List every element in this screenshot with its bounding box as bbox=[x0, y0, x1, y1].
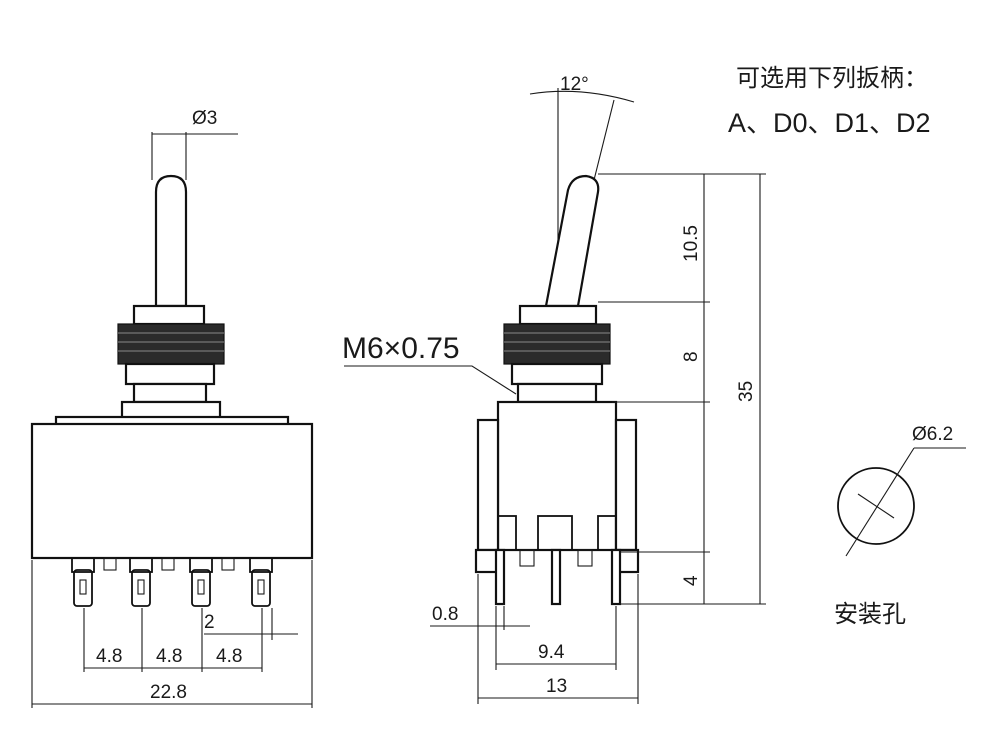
side-upper-nut bbox=[518, 304, 598, 326]
side-pin-left bbox=[494, 548, 506, 606]
dim-hole-dia: Ø6.2 bbox=[912, 424, 953, 445]
side-lever bbox=[544, 174, 600, 308]
front-lever bbox=[154, 174, 188, 308]
dim-lever-length: 10.5 bbox=[681, 225, 702, 262]
front-upper-nut bbox=[132, 304, 206, 326]
dim-body-depth: 13 bbox=[546, 676, 567, 697]
side-bushing bbox=[510, 362, 604, 386]
dim-pitch-1: 4.8 bbox=[96, 646, 122, 667]
front-flange bbox=[120, 400, 222, 420]
dim-pitch-3: 4.8 bbox=[216, 646, 242, 667]
dim-body-width: 22.8 bbox=[150, 682, 187, 703]
options-list: A、D0、D1、D2 bbox=[728, 108, 931, 138]
side-view: 12° M6×0.75 bbox=[342, 74, 766, 704]
dim-thread: M6×0.75 bbox=[342, 332, 460, 365]
dim-terminal-thickness: 0.8 bbox=[432, 604, 458, 625]
dim-terminal-span: 9.4 bbox=[538, 642, 565, 663]
dim-shaft-dia: Ø3 bbox=[192, 108, 217, 129]
side-bracket-right bbox=[614, 418, 638, 552]
side-bracket-left-foot bbox=[474, 548, 500, 574]
side-bushing-lower bbox=[516, 382, 598, 404]
front-bushing-lower bbox=[132, 382, 208, 404]
front-terminals bbox=[71, 557, 273, 607]
options-title: 可选用下列扳柄： bbox=[736, 64, 928, 92]
side-pin-mid bbox=[550, 548, 562, 606]
dim-terminal-length: 4 bbox=[681, 575, 702, 586]
side-pin-right bbox=[610, 548, 622, 606]
side-bracket-left bbox=[476, 418, 500, 552]
front-bushing bbox=[124, 362, 216, 386]
dim-pitch-2: 4.8 bbox=[156, 646, 182, 667]
side-body bbox=[496, 400, 618, 552]
dim-total-height: 35 bbox=[736, 381, 757, 402]
dim-bushing-length: 8 bbox=[681, 351, 702, 362]
front-knurled-ring bbox=[117, 323, 225, 365]
mounting-hole-circle bbox=[837, 467, 915, 545]
dim-terminal-width: 2 bbox=[204, 612, 215, 633]
options-note: 可选用下列扳柄： A、D0、D1、D2 bbox=[728, 64, 931, 138]
side-knurled-ring bbox=[503, 323, 611, 365]
dim-angle: 12° bbox=[560, 74, 589, 95]
mounting-hole: Ø6.2 安装孔 bbox=[834, 424, 966, 628]
mounting-hole-label: 安装孔 bbox=[834, 600, 906, 628]
front-view: Ø3 4.8 4.8 4.8 2 22.8 bbox=[30, 108, 314, 708]
front-body bbox=[30, 422, 314, 560]
